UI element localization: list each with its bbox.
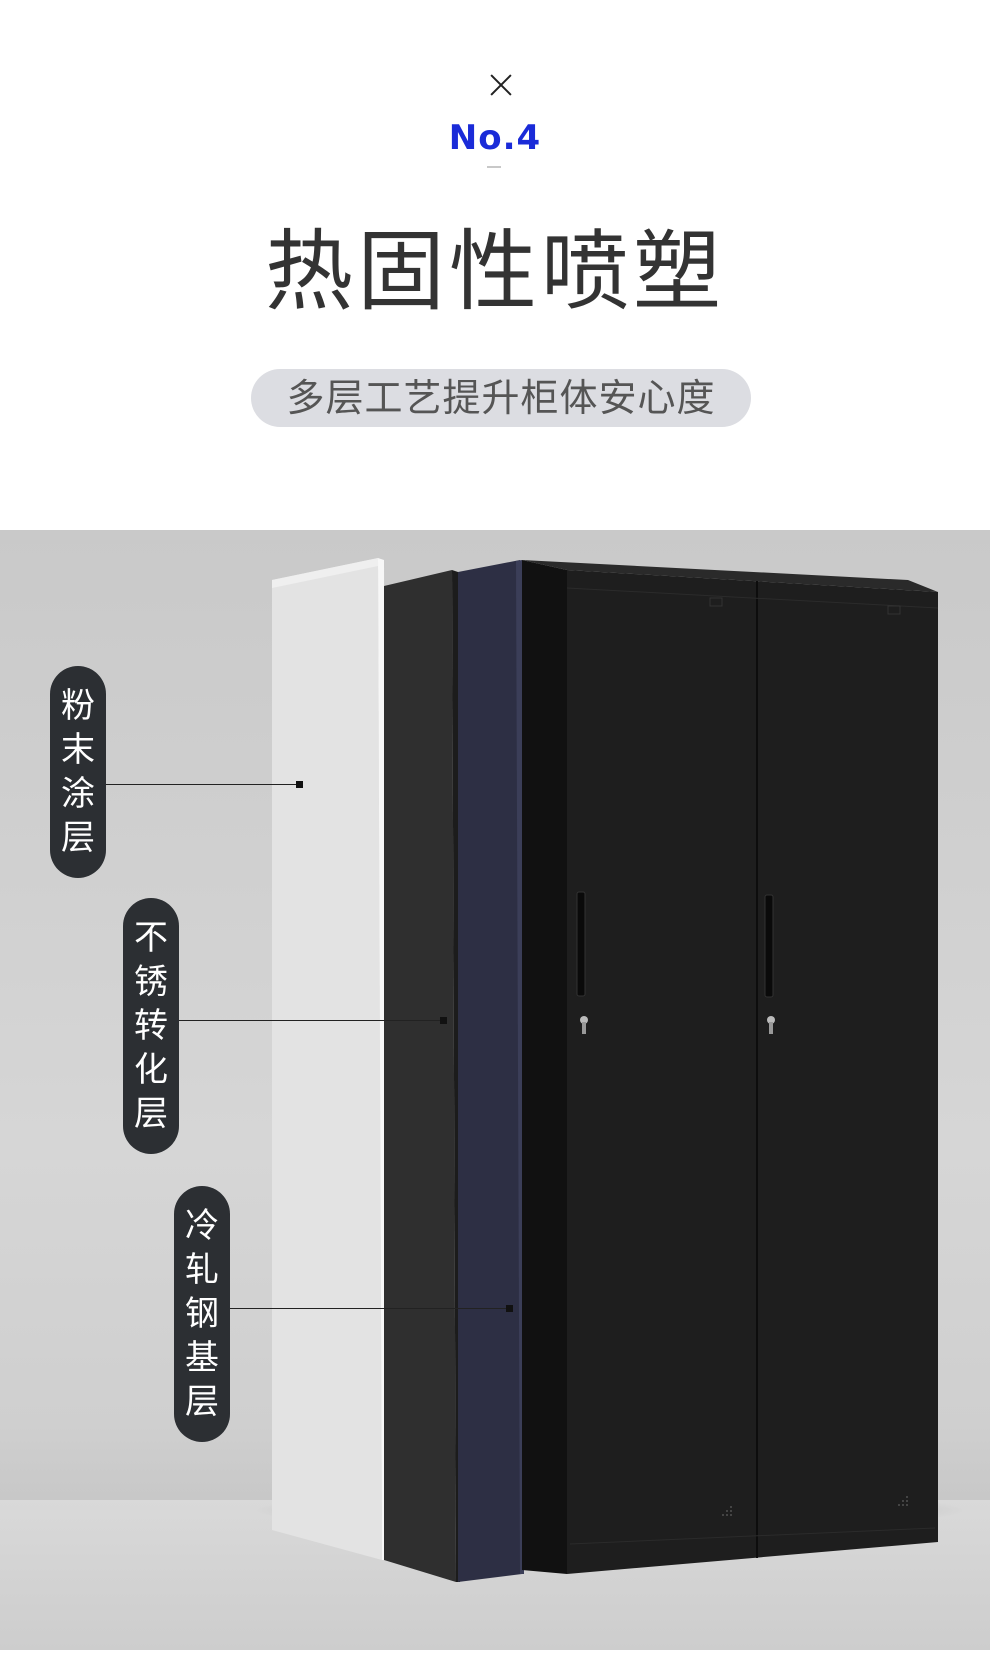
powder-coating-panel	[272, 558, 386, 1560]
rust-conversion-panel	[384, 570, 460, 1582]
badge-underline	[487, 166, 501, 168]
label-char: 末	[61, 730, 95, 770]
label-char: 不	[134, 918, 168, 958]
label-char: 基	[185, 1338, 219, 1378]
label-char: 化	[134, 1050, 168, 1090]
header-section: No.4 热固性喷塑 多层工艺提升柜体安心度	[0, 0, 990, 530]
label-char: 层	[134, 1094, 168, 1134]
label-char: 层	[61, 818, 95, 858]
label-cold-rolled-steel: 冷 轧 钢 基 层	[174, 1186, 230, 1442]
leader-dot-rust	[440, 1017, 447, 1024]
label-char: 粉	[61, 686, 95, 726]
close-icon	[486, 70, 516, 100]
label-char: 冷	[185, 1206, 219, 1246]
label-char: 层	[185, 1382, 219, 1422]
door-handle-icon	[576, 891, 586, 997]
label-char: 钢	[185, 1294, 219, 1334]
cabinet-body	[522, 560, 939, 1574]
cold-rolled-steel-panel	[458, 560, 524, 1582]
cabinet-illustration	[272, 558, 939, 1582]
leader-line-steel	[230, 1308, 508, 1309]
leader-dot-steel	[506, 1305, 513, 1312]
keyhole-icon	[582, 1022, 586, 1034]
page-title: 热固性喷塑	[264, 220, 725, 323]
subtitle-text: 多层工艺提升柜体安心度	[286, 376, 716, 420]
subtitle-pill: 多层工艺提升柜体安心度	[251, 369, 751, 427]
leader-line-rust	[179, 1020, 441, 1021]
label-rust-conversion: 不 锈 转 化 层	[123, 898, 179, 1154]
keyhole-icon	[769, 1022, 773, 1034]
section-number-badge: No.4	[448, 118, 542, 158]
label-char: 锈	[134, 962, 168, 1002]
label-powder-coating: 粉 末 涂 层	[50, 666, 106, 878]
product-scene: 粉 末 涂 层 不 锈 转 化 层 冷 轧 钢 基 层	[0, 530, 990, 1650]
door-handle-icon	[764, 894, 774, 998]
label-char: 涂	[61, 774, 95, 814]
leader-dot-powder	[296, 781, 303, 788]
label-char: 转	[134, 1006, 168, 1046]
label-char: 轧	[185, 1250, 219, 1290]
leader-line-powder	[106, 784, 298, 785]
